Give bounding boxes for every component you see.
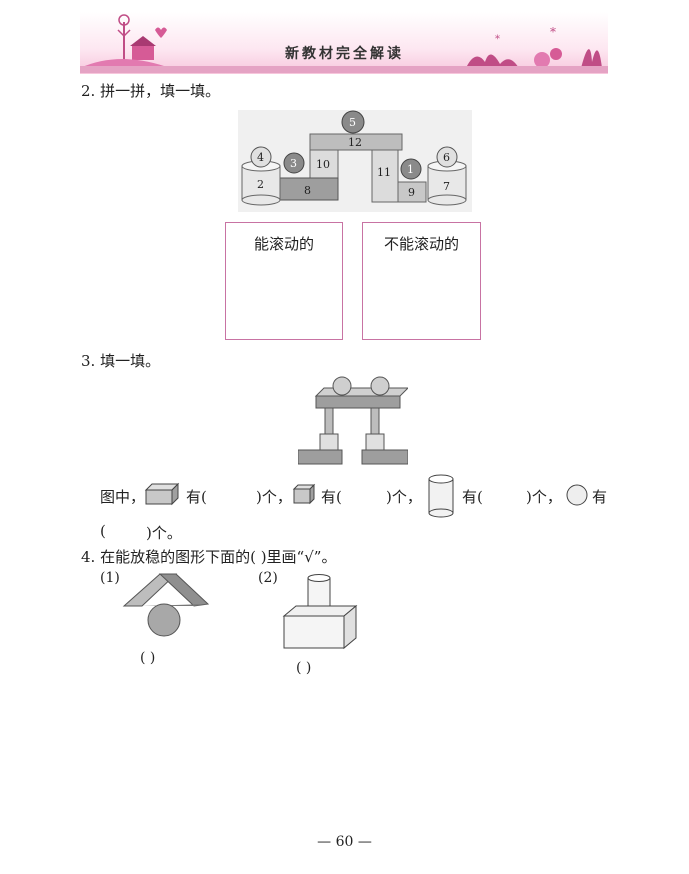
q4-answer-2[interactable]: ( ) bbox=[296, 660, 312, 676]
page-number: — 60 — bbox=[317, 834, 372, 850]
q3-cylinder-count[interactable]: )个， bbox=[526, 488, 562, 506]
q3-cube-has: 有( bbox=[321, 488, 342, 506]
block-8-label: 8 bbox=[304, 184, 311, 197]
block-5-label: 5 bbox=[349, 116, 356, 129]
header-rule bbox=[80, 66, 608, 73]
cylinder-icon bbox=[428, 474, 454, 518]
cube-icon bbox=[292, 483, 316, 505]
cuboid-icon bbox=[144, 482, 180, 506]
q2-block-figure: 12 5 10 11 8 3 9 1 2 4 7 6 bbox=[238, 110, 472, 212]
q3-text-intro: 图中， bbox=[100, 488, 146, 506]
block-7-label: 7 bbox=[443, 180, 450, 193]
question-3-label: 3. 填一填。 bbox=[81, 352, 161, 370]
header-title: 新教材完全解读 bbox=[285, 46, 404, 62]
q3-fill-line-1: 图中， bbox=[100, 486, 145, 507]
rolling-box-label: 能滚动的 bbox=[253, 235, 314, 253]
rolling-answer-box[interactable]: 能滚动的 bbox=[225, 222, 343, 340]
svg-text:*: * bbox=[550, 25, 556, 39]
header-band bbox=[80, 12, 608, 74]
q3-cylinder-has: 有( bbox=[462, 488, 483, 506]
q3-cube-count[interactable]: )个， bbox=[386, 488, 422, 506]
q4-answer-1[interactable]: ( ) bbox=[140, 650, 156, 666]
q4-item-2-label: (2) bbox=[258, 570, 278, 586]
block-9-label: 9 bbox=[408, 186, 415, 199]
block-11-label: 11 bbox=[377, 166, 391, 179]
q3-cuboid-count[interactable]: )个， bbox=[256, 488, 292, 506]
q3-sphere-count[interactable]: )个。 bbox=[146, 524, 182, 542]
q3-cuboid-has: 有( bbox=[186, 488, 207, 506]
question-2-label: 2. 拼一拼，填一填。 bbox=[81, 82, 221, 100]
svg-text:*: * bbox=[495, 34, 500, 45]
sphere-icon bbox=[566, 484, 588, 506]
block-6-label: 6 bbox=[443, 151, 450, 164]
block-2-label: 2 bbox=[257, 178, 264, 191]
q4-cylinder-on-cuboid-figure bbox=[282, 574, 358, 650]
q4-prism-on-ball-figure bbox=[122, 573, 210, 637]
block-4-label: 4 bbox=[257, 151, 264, 164]
not-rolling-box-label: 不能滚动的 bbox=[383, 235, 459, 253]
q3-sphere-open-paren: ( bbox=[100, 522, 106, 540]
not-rolling-answer-box[interactable]: 不能滚动的 bbox=[362, 222, 481, 340]
q3-sphere-has: 有 bbox=[592, 488, 608, 506]
block-12-label: 12 bbox=[348, 136, 362, 149]
block-1-label: 1 bbox=[407, 163, 414, 176]
q3-block-figure bbox=[298, 376, 408, 465]
question-4-label: 4. 在能放稳的图形下面的( )里画“√”。 bbox=[81, 548, 337, 566]
q4-item-1-label: (1) bbox=[100, 570, 120, 586]
block-10-label: 10 bbox=[316, 158, 330, 171]
block-3-label: 3 bbox=[290, 157, 297, 170]
